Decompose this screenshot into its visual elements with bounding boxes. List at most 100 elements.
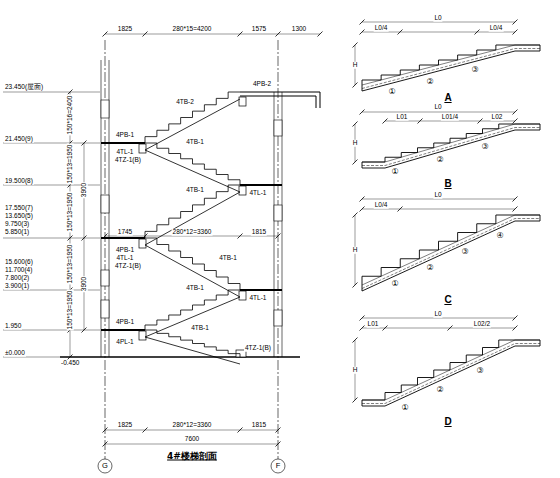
- dimension-text: 280*12=3360: [172, 229, 213, 236]
- callout-number: ④: [495, 232, 504, 240]
- elevation-text: 21.450(9): [4, 136, 34, 143]
- detail-letter: B: [443, 179, 452, 189]
- detail-letter: A: [443, 93, 452, 103]
- stair-steps: [145, 238, 240, 290]
- slab-bottom: [362, 221, 540, 291]
- section-outline: [3, 40, 320, 473]
- callout-number: ②: [435, 386, 444, 394]
- member-label: 4TZ-1(B): [114, 263, 142, 270]
- elevation-text: 1.950: [4, 323, 22, 330]
- member-label: 4PB-2: [252, 81, 272, 88]
- dimension-tick: [513, 207, 518, 212]
- slab-end: [540, 124, 541, 130]
- dimension-tick: [398, 207, 403, 212]
- detail-steps: [385, 340, 515, 400]
- window-symbols: [101, 100, 282, 326]
- dimension-tick: [143, 32, 148, 37]
- elevation-text: 15.600(6): [4, 259, 34, 266]
- dimension-line: [84, 143, 85, 330]
- slab-top: [362, 400, 385, 401]
- elevation-text: -0.450: [60, 360, 80, 367]
- slab-end: [540, 215, 541, 221]
- dimension-line: [362, 199, 515, 200]
- axis-label: G: [101, 462, 109, 470]
- dimension-tick: [82, 236, 87, 241]
- dimension-text: 3900: [81, 182, 88, 198]
- detail-dimension: L0: [433, 15, 442, 22]
- elevation-text: 3.900(1): [4, 283, 30, 290]
- detail-letter: C: [443, 295, 452, 305]
- callout-number: ②: [425, 78, 434, 86]
- member-label: 4TB-2: [175, 99, 195, 106]
- callout-number: ①: [390, 168, 399, 176]
- dimension-tick: [513, 20, 518, 25]
- dimension-tick: [398, 30, 403, 35]
- detail-steps: [362, 215, 515, 285]
- slab-end: [540, 340, 541, 346]
- dimension-text: 150*16=2400: [67, 95, 74, 136]
- rebar: [362, 128, 540, 166]
- elevation-lines: [3, 92, 100, 357]
- dimension-tick: [103, 442, 108, 447]
- dimension-line: [105, 444, 278, 445]
- member-label: 4TB-1: [190, 325, 210, 332]
- member-label: 4TB-1: [185, 139, 205, 146]
- callout-number: ②: [425, 264, 434, 272]
- dimension-text: 150*13=1950: [67, 244, 74, 285]
- dimension-tick: [513, 316, 518, 321]
- dimension-tick: [383, 119, 388, 124]
- elevation-text: 7.800(2): [4, 275, 30, 282]
- dimension-tick: [103, 234, 108, 239]
- dimension-tick: [103, 32, 108, 37]
- dimension-tick: [353, 398, 358, 403]
- axis-label: F: [275, 462, 282, 470]
- detail-dimension: L01/4: [441, 114, 459, 121]
- dimension-text: 1815: [251, 229, 267, 236]
- dimension-tick: [353, 338, 358, 343]
- slab-top: [515, 124, 540, 125]
- dimension-line: [385, 121, 515, 122]
- dimension-tick: [360, 326, 365, 331]
- dimension-tick: [383, 326, 388, 331]
- slab-top: [362, 124, 540, 162]
- dimension-text: 1575: [251, 26, 267, 33]
- slab-top: [515, 45, 540, 46]
- rebar: [362, 344, 540, 404]
- ground-line: [60, 356, 300, 358]
- slab-bottom: [362, 51, 540, 91]
- detail-dimension: L01: [396, 114, 409, 121]
- callout-number: ③: [470, 66, 479, 74]
- stair-slab: [145, 245, 240, 297]
- dimension-line: [362, 112, 515, 113]
- stair-slab: [145, 150, 240, 192]
- dimension-tick: [418, 119, 423, 124]
- dimension-tick: [276, 32, 281, 37]
- dimension-tick: [475, 30, 480, 35]
- member-label: 4TZ-1(B): [244, 345, 272, 352]
- stair-slab: [145, 297, 240, 337]
- rebar: [362, 219, 540, 289]
- dimension-line: [362, 32, 515, 33]
- dimension-tick: [353, 283, 358, 288]
- dimension-tick: [513, 110, 518, 115]
- dimension-tick: [82, 328, 87, 333]
- slab-top: [515, 215, 540, 216]
- dimension-text: 1745: [117, 229, 133, 236]
- dimension-tick: [360, 20, 365, 25]
- rebar: [362, 49, 540, 89]
- dimension-tick: [448, 326, 453, 331]
- dimension-text: 150*13=1950: [67, 144, 74, 185]
- dimension-text: 1825: [117, 26, 133, 33]
- dimension-tick: [276, 442, 281, 447]
- dimension-text: 150*13=1950: [67, 290, 74, 331]
- callout-number: ①: [390, 280, 399, 288]
- stair-slab: [145, 192, 240, 245]
- callout-number: ①: [400, 404, 409, 412]
- member-label: 4PB-1: [115, 247, 135, 254]
- stair-slab: [145, 337, 240, 364]
- elevation-text: 13.650(5): [4, 213, 34, 220]
- dimension-line: [362, 22, 515, 23]
- detail-dimension: L02: [491, 114, 504, 121]
- dimension-tick: [353, 43, 358, 48]
- stair-steps: [145, 143, 240, 185]
